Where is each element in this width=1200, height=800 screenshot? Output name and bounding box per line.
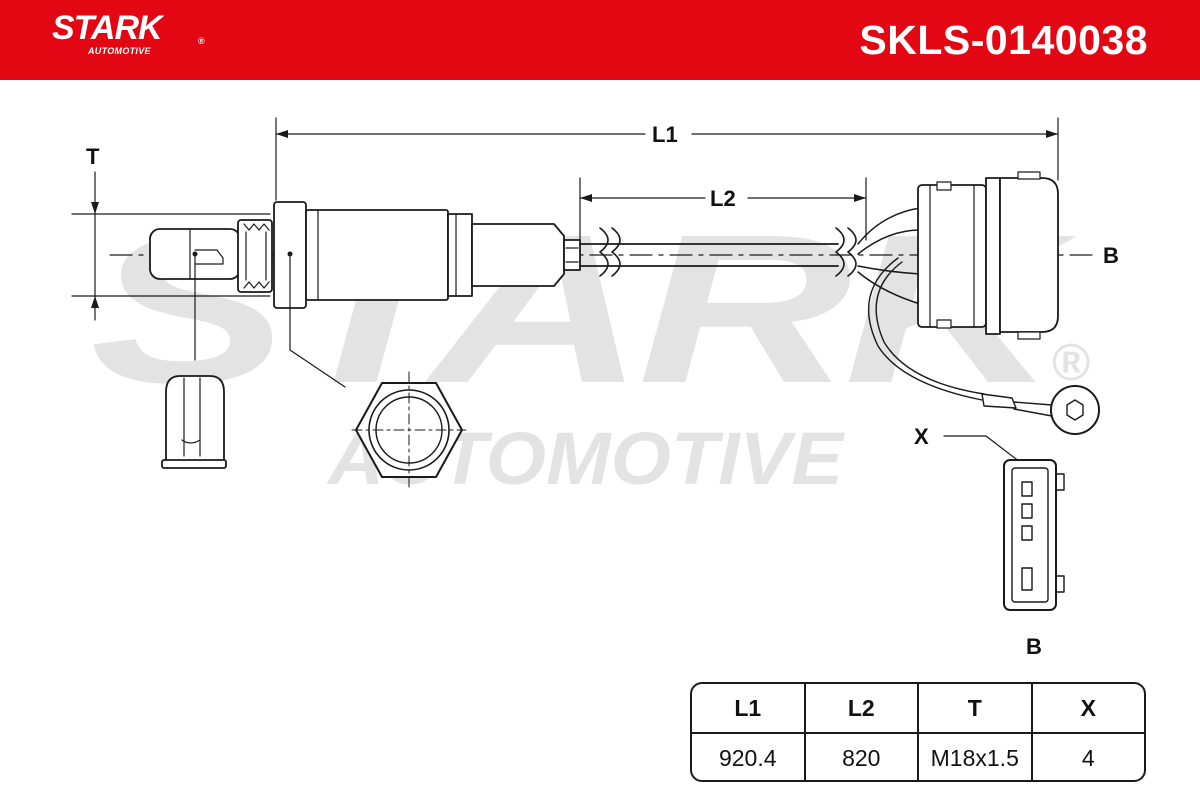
connector-face-view bbox=[943, 435, 1065, 611]
logo-subtitle: AUTOMOTIVE bbox=[88, 46, 151, 56]
spec-table-header-row: L1 L2 T X bbox=[692, 684, 1144, 732]
label-t: T bbox=[86, 144, 100, 169]
spec-header-l2: L2 bbox=[803, 684, 918, 732]
spec-header-x: X bbox=[1030, 684, 1145, 732]
logo-brand: STARK bbox=[52, 9, 163, 47]
stark-logo: STARK ® AUTOMOTIVE bbox=[52, 9, 205, 56]
label-l1: L1 bbox=[652, 122, 678, 147]
dimension-t bbox=[71, 171, 271, 321]
label-connector-view: B bbox=[1026, 634, 1042, 659]
spec-header-t: T bbox=[917, 684, 1031, 732]
cable bbox=[579, 207, 921, 305]
dimension-l2 bbox=[579, 177, 867, 241]
header-bar: STARK ® AUTOMOTIVE SKLS-0140038 bbox=[0, 0, 1200, 80]
spec-value-t: M18x1.5 bbox=[917, 734, 1031, 780]
technical-drawing: STARK ® AUTOMOTIVE bbox=[71, 117, 1119, 659]
spec-value-l1: 920.4 bbox=[718, 744, 777, 771]
label-x: X bbox=[914, 424, 929, 449]
hex-nut-detail bbox=[351, 371, 467, 489]
label-b: B bbox=[1103, 243, 1119, 268]
thread-section bbox=[237, 219, 273, 293]
spec-value-x: 4 bbox=[1030, 734, 1145, 780]
label-l2: L2 bbox=[710, 186, 736, 211]
spec-header-l1: L1 bbox=[734, 694, 762, 721]
watermark-registered: ® bbox=[1052, 334, 1090, 392]
ground-wire bbox=[867, 257, 1100, 435]
sensor-body bbox=[305, 209, 581, 301]
protective-cap-detail bbox=[161, 375, 227, 469]
connector-plug bbox=[917, 171, 1059, 340]
spec-value-l2: 820 bbox=[803, 734, 918, 780]
part-number: SKLS-0140038 bbox=[859, 17, 1148, 63]
spec-table: L1 L2 T X 920.4 820 M18x1.5 4 bbox=[690, 682, 1146, 782]
spec-table-value-row: 920.4 820 M18x1.5 4 bbox=[692, 732, 1145, 780]
logo-registered-mark: ® bbox=[198, 36, 205, 46]
leader-line-hex bbox=[289, 253, 346, 388]
dimension-l1 bbox=[275, 117, 1059, 201]
